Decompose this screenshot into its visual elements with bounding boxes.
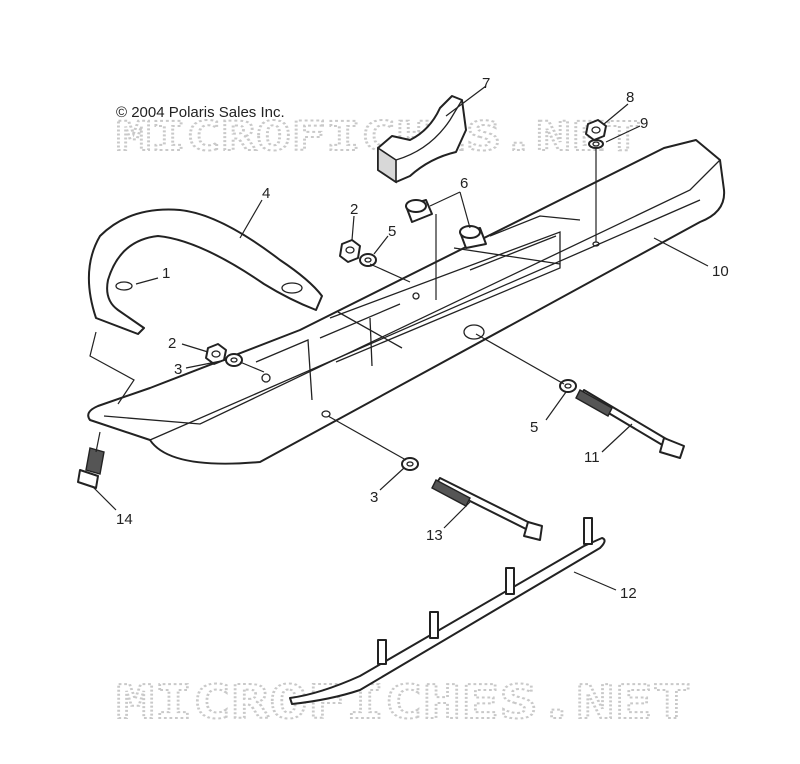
part-13-long-bolt[interactable] (431, 477, 543, 541)
callout-leaders (91, 85, 709, 591)
callout-11: 11 (584, 449, 600, 466)
callout-8: 8 (626, 89, 634, 106)
part-14-short-bolt[interactable] (77, 447, 105, 489)
callout-10: 10 (712, 263, 729, 280)
part-7-saddle-block[interactable] (377, 95, 467, 184)
callout-9: 9 (640, 115, 648, 132)
callout-5-lower: 5 (530, 419, 538, 436)
part-2-nut-upper[interactable] (339, 239, 361, 263)
part-11-long-bolt[interactable] (575, 389, 685, 459)
part-4-ski-handle[interactable] (87, 208, 323, 335)
callout-3-upper: 3 (174, 361, 182, 378)
callout-12: 12 (620, 585, 637, 602)
part-12-wear-bar[interactable] (289, 517, 606, 705)
callout-14: 14 (116, 511, 133, 528)
part-5-washer-lower[interactable] (559, 379, 577, 393)
watermark-bottom: MICROFICHES.NET (116, 675, 691, 729)
callout-2-lower: 2 (168, 335, 176, 352)
callout-2-upper: 2 (350, 201, 358, 218)
callout-3-lower: 3 (370, 489, 378, 506)
part-3-washer-lower[interactable] (401, 457, 419, 471)
callout-6: 6 (460, 175, 468, 192)
callout-13: 13 (426, 527, 443, 544)
assembly-lines (89, 148, 597, 461)
part-6-bushings[interactable] (405, 199, 487, 249)
part-9-washer[interactable] (588, 139, 604, 149)
callout-1: 1 (162, 265, 170, 282)
callout-5-upper: 5 (388, 223, 396, 240)
part-2-nut-lower[interactable] (205, 343, 227, 365)
part-3-washer-upper[interactable] (225, 353, 243, 367)
copyright-notice: © 2004 Polaris Sales Inc. (116, 104, 285, 121)
part-8-nut[interactable] (585, 119, 607, 141)
callout-7: 7 (482, 75, 490, 92)
part-10-ski-body[interactable] (87, 139, 726, 465)
part-5-washer-upper[interactable] (359, 253, 377, 267)
callout-4: 4 (262, 185, 270, 202)
